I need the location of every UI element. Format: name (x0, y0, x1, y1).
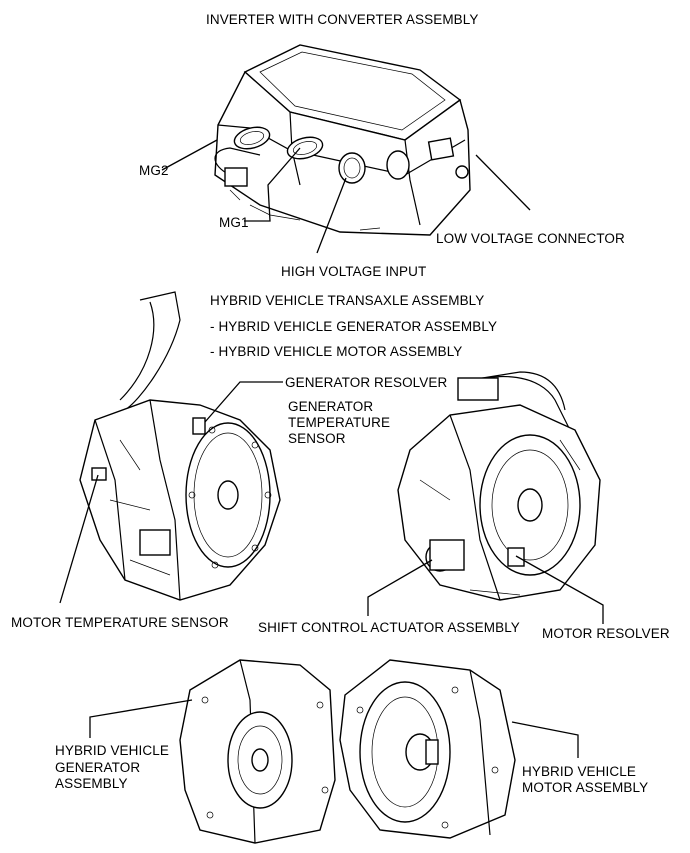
transaxle-left-drawing (79, 291, 281, 601)
high-voltage-input-label: HIGH VOLTAGE INPUT (281, 264, 427, 279)
hv-motor-assembly-label-1: HYBRID VEHICLE (522, 764, 636, 779)
hv-generator-assembly-label-1: HYBRID VEHICLE (55, 743, 169, 758)
generator-temp-sensor-label-2: TEMPERATURE (288, 415, 391, 430)
low-voltage-connector-label: LOW VOLTAGE CONNECTOR (436, 231, 625, 246)
hv-generator-assembly-label-2: GENERATOR (55, 760, 141, 775)
hv-motor-assembly-label-2: MOTOR ASSEMBLY (522, 780, 649, 795)
generator-resolver-label: GENERATOR RESOLVER (285, 375, 448, 390)
motor-resolver-label: MOTOR RESOLVER (542, 626, 670, 641)
motor-assembly-drawing (339, 659, 516, 839)
generator-temp-sensor-label-1: GENERATOR (288, 399, 374, 414)
transaxle-sub-motor: - HYBRID VEHICLE MOTOR ASSEMBLY (210, 344, 463, 359)
hv-generator-assembly-label-3: ASSEMBLY (55, 776, 128, 791)
inverter-drawing (214, 44, 471, 236)
transaxle-right-drawing (397, 371, 601, 601)
generator-assembly-drawing (179, 659, 336, 844)
shift-control-actuator-label: SHIFT CONTROL ACTUATOR ASSEMBLY (258, 620, 520, 635)
inverter-title: INVERTER WITH CONVERTER ASSEMBLY (206, 12, 479, 27)
motor-temp-sensor-label: MOTOR TEMPERATURE SENSOR (11, 615, 229, 630)
mg2-label: MG2 (139, 163, 169, 178)
generator-temp-sensor-label-3: SENSOR (288, 431, 346, 446)
leader-lines (59, 139, 604, 758)
transaxle-title: HYBRID VEHICLE TRANSAXLE ASSEMBLY (210, 293, 485, 308)
transaxle-sub-generator: - HYBRID VEHICLE GENERATOR ASSEMBLY (210, 319, 498, 334)
mg1-label: MG1 (219, 215, 249, 230)
